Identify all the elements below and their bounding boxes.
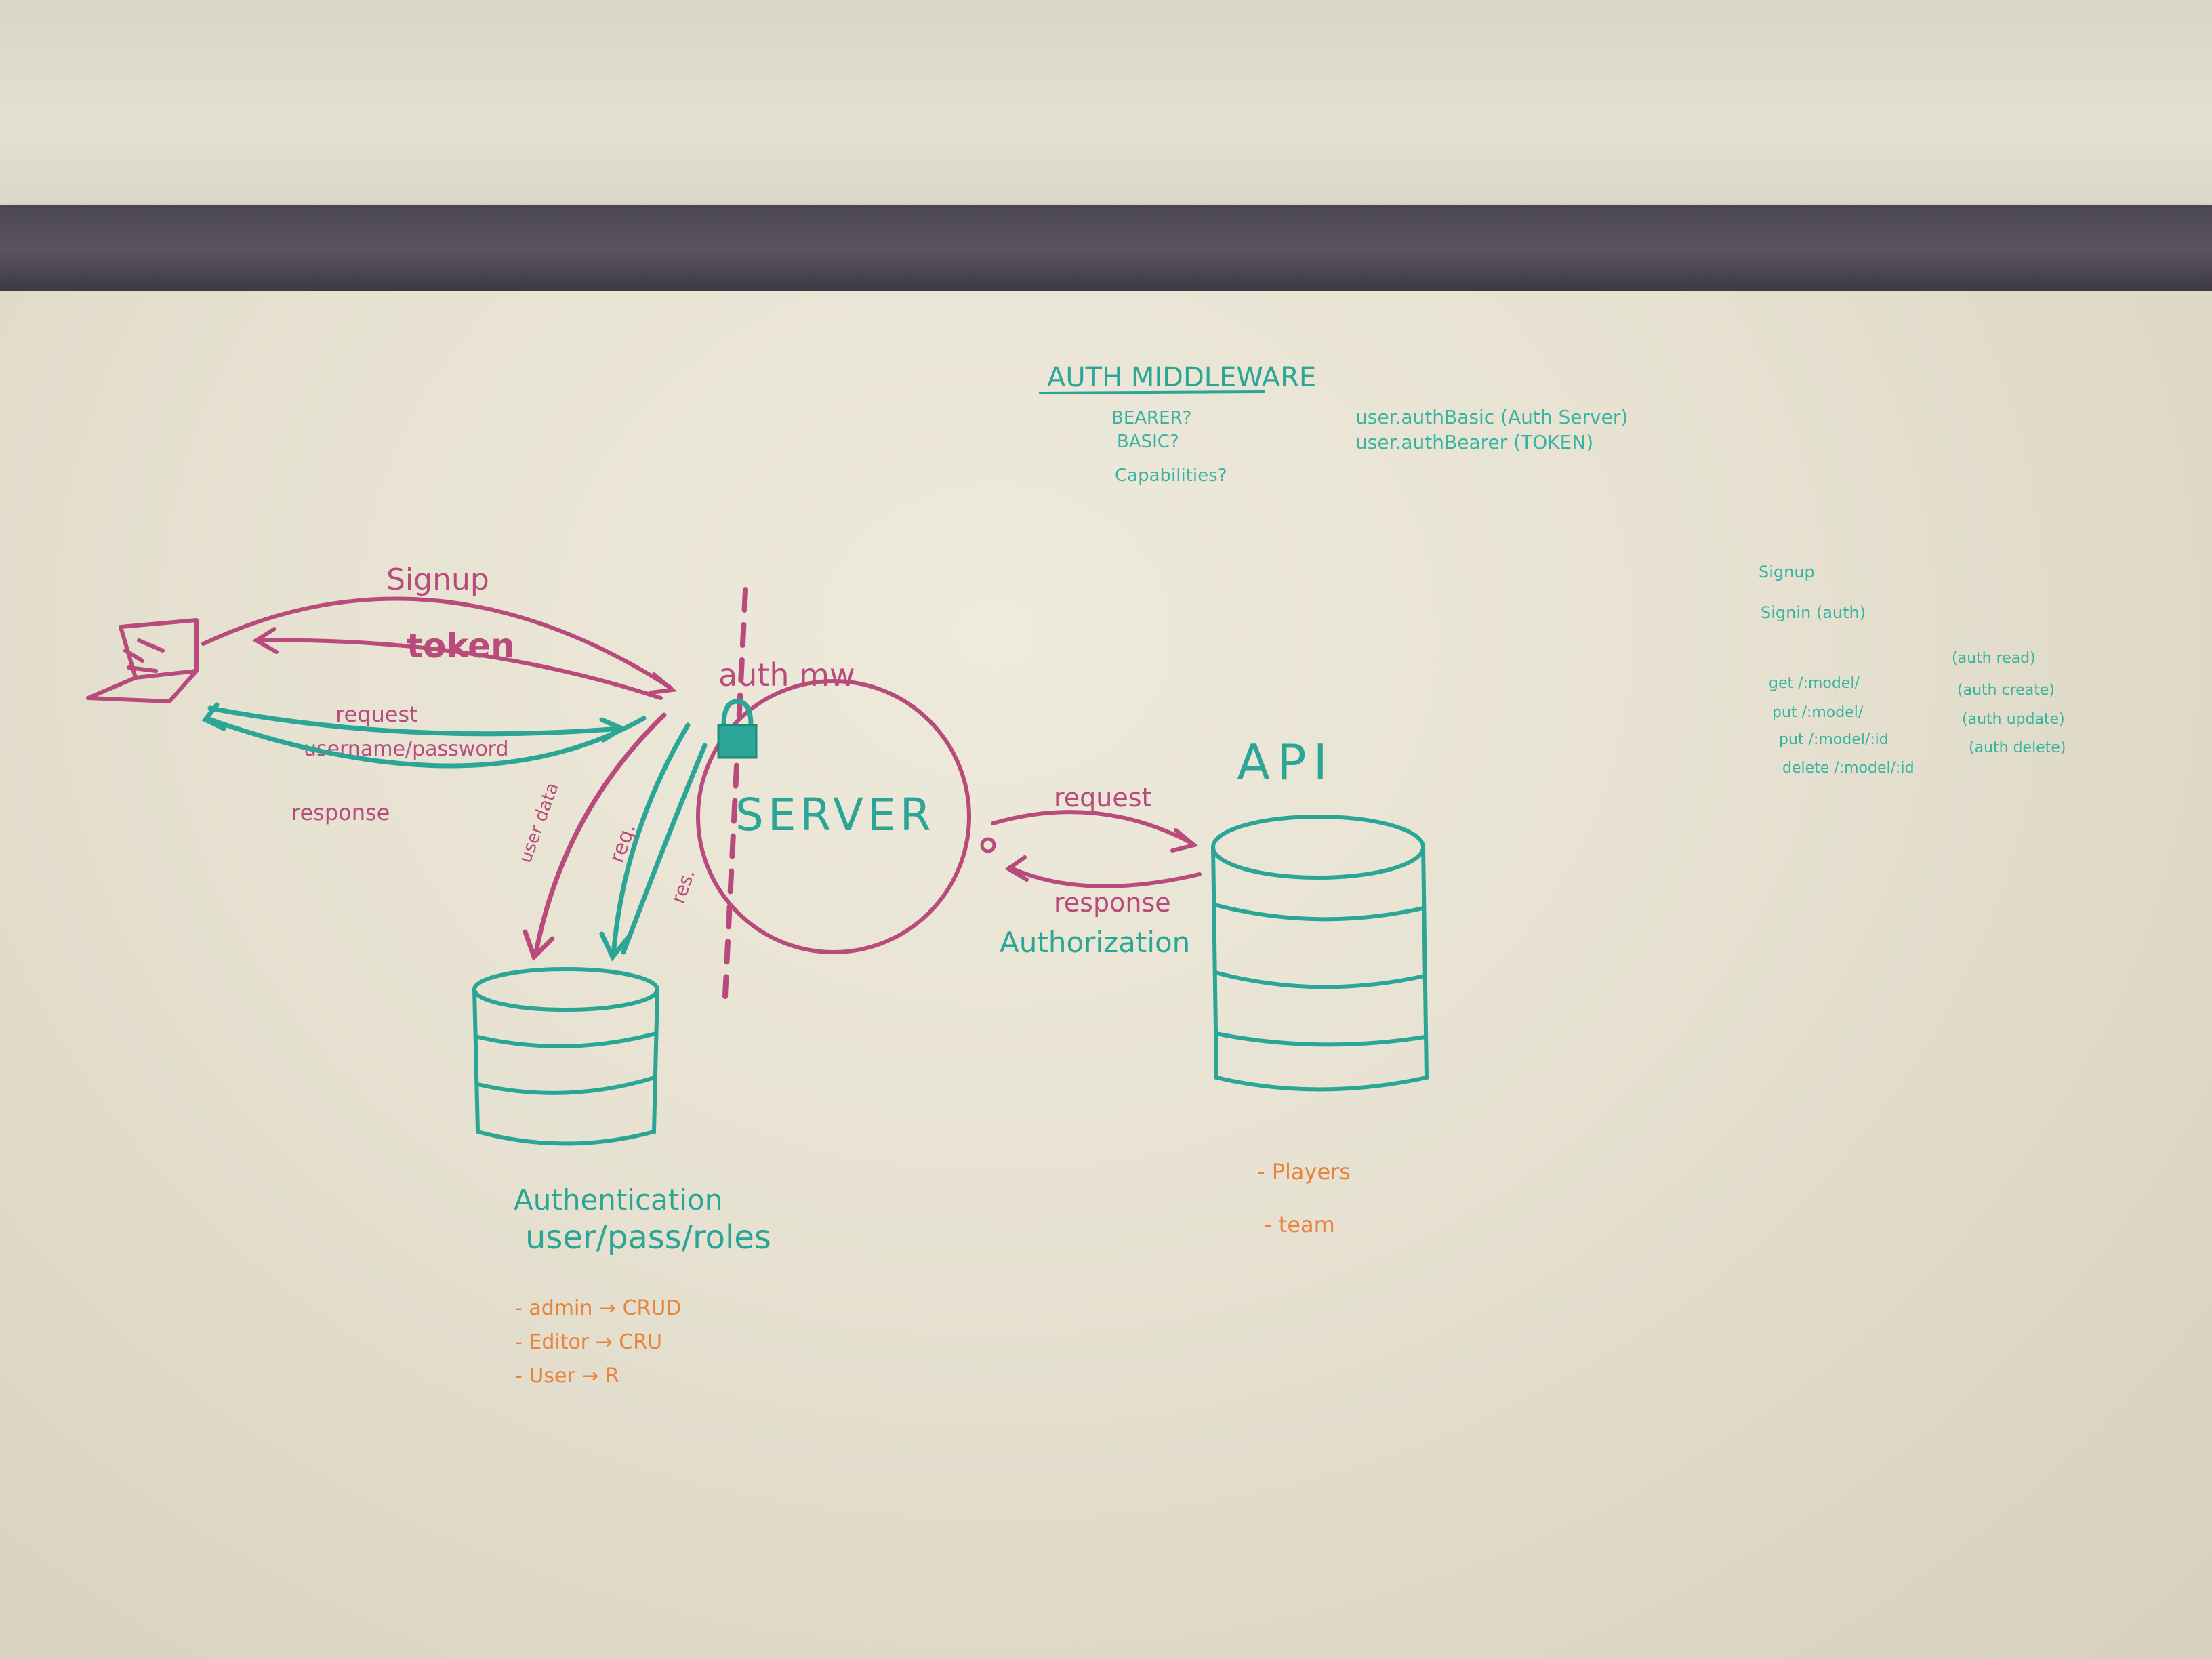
perm-delete: (auth delete) (1969, 739, 2066, 756)
whiteboard (0, 291, 2212, 1659)
res-arrow (621, 743, 708, 955)
userdata-label: user data (515, 780, 562, 865)
route-put: put /:model/ (1772, 704, 1864, 721)
authorization-label: Authorization (1000, 926, 1190, 959)
request-arrow (207, 705, 623, 737)
perm-read: (auth read) (1952, 650, 2036, 667)
api-label: API (1237, 734, 1334, 791)
note-basic: BASIC? (1117, 432, 1179, 452)
route-get: get /:model/ (1769, 675, 1860, 692)
route-put-id: put /:model/:id (1779, 731, 1889, 748)
server-port (980, 837, 996, 853)
api-request-label: request (1054, 783, 1151, 813)
method-authbasic: user.authBasic (Auth Server) (1355, 406, 1628, 428)
route-signup: Signup (1759, 562, 1815, 581)
request-label: request (335, 701, 418, 727)
userdata-arrow (533, 712, 667, 958)
method-authbearer: user.authBearer (TOKEN) (1355, 431, 1593, 453)
auth-middleware-boundary (722, 587, 748, 999)
token-arrow (255, 638, 663, 700)
res-label: res. (667, 866, 700, 907)
wall (0, 0, 2212, 205)
api-response-arrow (1008, 865, 1202, 888)
auth-db-subtitle: user/pass/roles (525, 1218, 771, 1256)
laptop-icon (86, 618, 199, 703)
signup-label: Signup (386, 562, 489, 597)
auth-middleware-underline (1039, 390, 1265, 394)
api-database-icon (1211, 815, 1429, 1092)
whiteboard-rail (0, 205, 2212, 291)
route-signin: Signin (auth) (1761, 603, 1866, 622)
note-bearer: BEARER? (1111, 408, 1191, 428)
note-capabilities: Capabilities? (1115, 466, 1227, 486)
collection-players: - Players (1257, 1159, 1351, 1185)
route-delete: delete /:model/:id (1782, 760, 1914, 777)
role-editor: - Editor → CRU (515, 1330, 662, 1354)
signup-arrow (201, 596, 673, 690)
role-user: - User → R (515, 1364, 619, 1388)
req-label: req. (605, 821, 641, 866)
token-label: token (407, 626, 515, 665)
auth-middleware-title: AUTH MIDDLEWARE (1047, 362, 1316, 393)
server-circle (696, 679, 971, 954)
response-arrow (204, 716, 647, 769)
collection-team: - team (1264, 1212, 1335, 1237)
auth-database-icon (472, 967, 659, 1146)
api-response-label: response (1054, 888, 1171, 918)
perm-create: (auth create) (1957, 682, 2055, 699)
req-arrow (611, 722, 691, 958)
server-label: SERVER (735, 789, 935, 841)
lock-icon (717, 699, 758, 759)
response-label: response (291, 800, 390, 825)
auth-db-title: Authentication (514, 1183, 722, 1216)
credentials-label: username/password (304, 737, 509, 761)
role-admin: - admin → CRUD (515, 1296, 681, 1320)
perm-update: (auth update) (1962, 711, 2065, 728)
api-request-arrow (991, 810, 1195, 846)
auth-mw-label: auth mw (718, 657, 855, 693)
